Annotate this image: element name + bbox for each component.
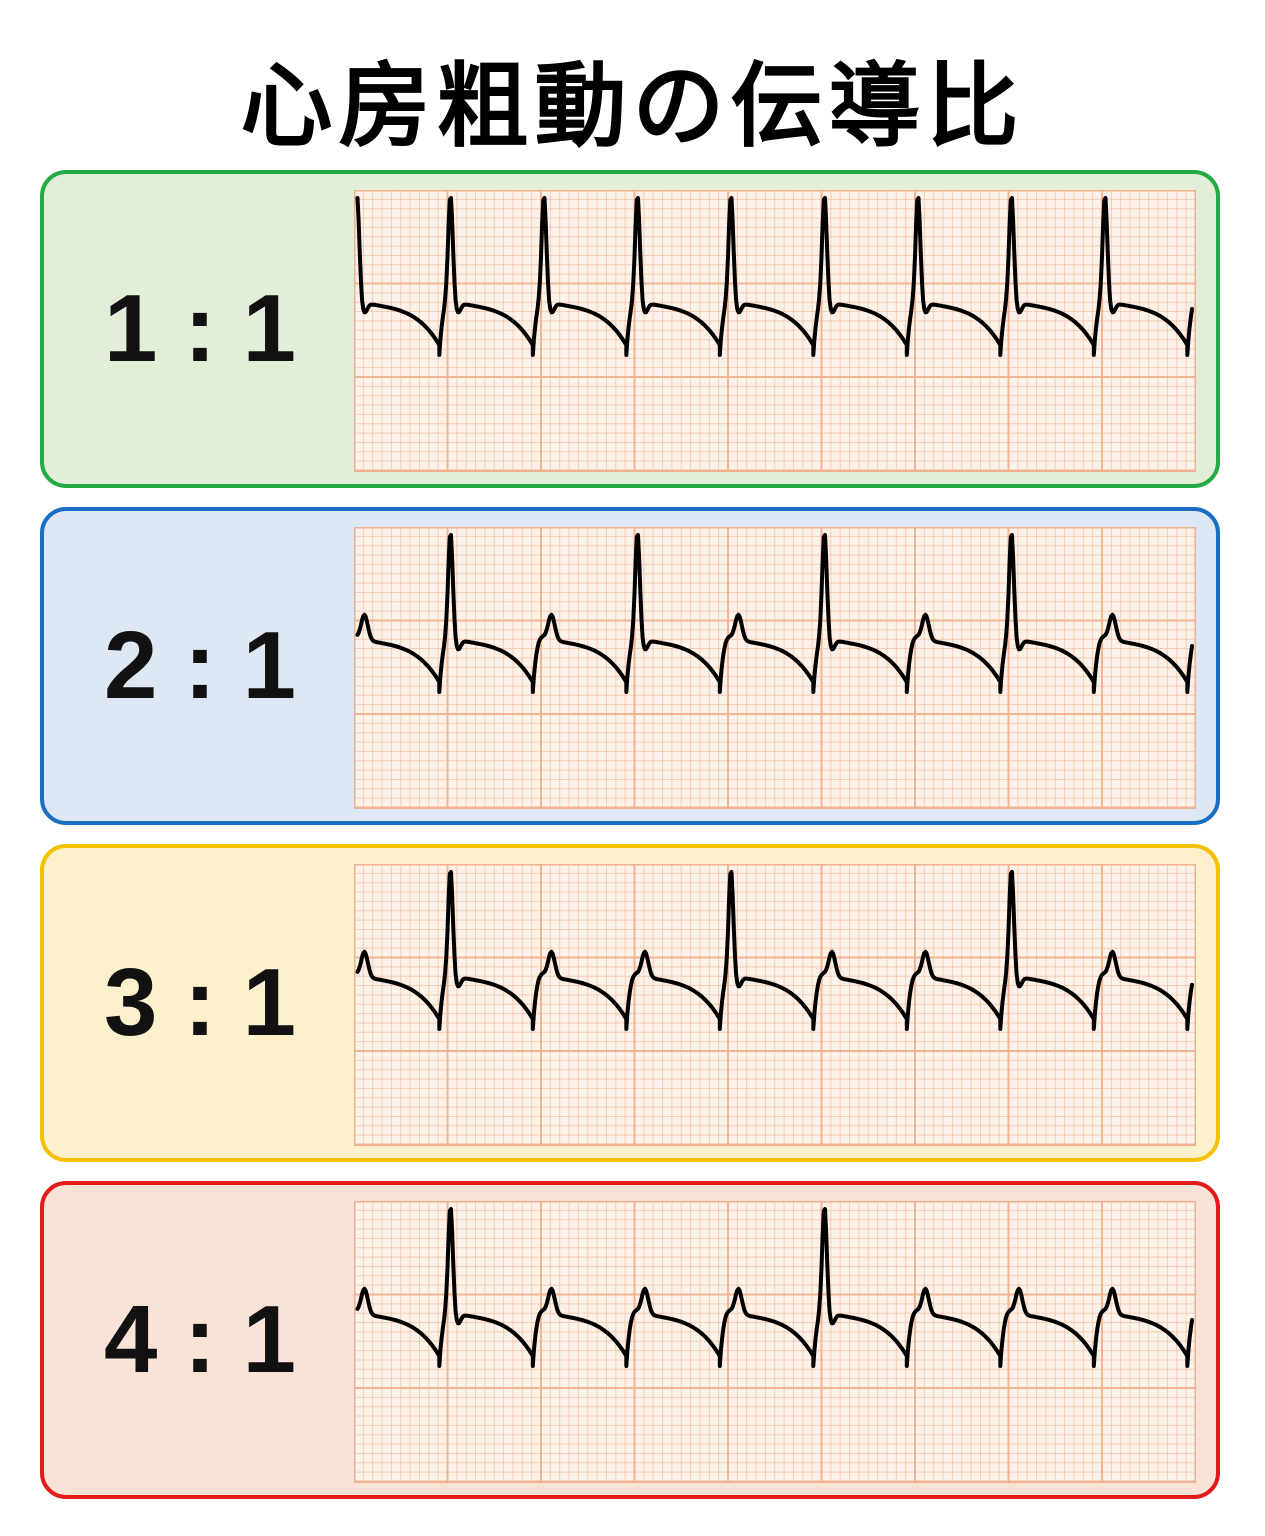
ecg-strip <box>354 527 1196 809</box>
ecg-strip <box>354 864 1196 1146</box>
ecg-grid <box>354 864 1196 1146</box>
ecg-trace <box>355 533 1194 694</box>
panel-ratio-1-1: 1 : 1 <box>40 170 1220 488</box>
ecg-chart <box>354 527 1196 809</box>
ratio-label: 4 : 1 <box>103 1286 297 1393</box>
ratio-label: 2 : 1 <box>103 612 297 719</box>
ecg-strip <box>354 1201 1196 1483</box>
ecg-chart <box>354 1201 1196 1483</box>
ecg-grid <box>354 527 1196 809</box>
ecg-grid <box>354 190 1196 472</box>
ecg-strip <box>354 190 1196 472</box>
panel-ratio-2-1: 2 : 1 <box>40 507 1220 825</box>
ratio-label: 3 : 1 <box>103 949 297 1056</box>
ecg-chart <box>354 190 1196 472</box>
ecg-chart <box>354 864 1196 1146</box>
panel-ratio-4-1: 4 : 1 <box>40 1181 1220 1499</box>
ecg-grid <box>354 1201 1196 1483</box>
ecg-trace <box>355 1207 1194 1368</box>
ecg-trace <box>355 196 1194 357</box>
panel-ratio-3-1: 3 : 1 <box>40 844 1220 1162</box>
ratio-label: 1 : 1 <box>103 275 297 382</box>
ecg-trace <box>355 870 1194 1031</box>
page-title: 心房粗動の伝導比 <box>240 53 1025 160</box>
